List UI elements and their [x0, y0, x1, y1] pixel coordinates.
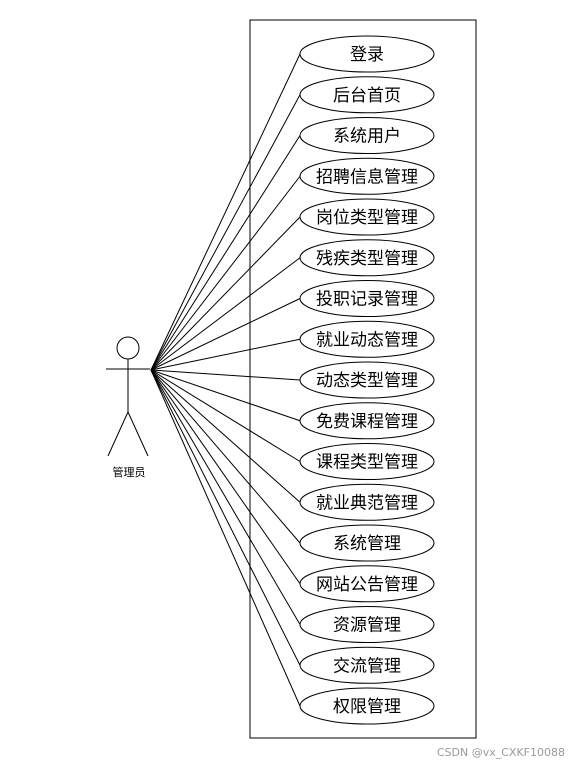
actor: 管理员	[106, 336, 150, 479]
association-line	[150, 53, 301, 371]
use-case-label: 系统管理	[333, 534, 401, 554]
use-case-ellipse	[299, 402, 435, 440]
actor-right-leg	[127, 411, 149, 457]
association-line	[150, 338, 301, 371]
use-case-ellipse	[299, 76, 435, 114]
watermark: CSDN @vx_CXKF10088	[437, 746, 565, 759]
use-case-label: 招聘信息管理	[316, 167, 418, 187]
association-line	[150, 369, 301, 462]
association-line	[150, 369, 301, 544]
system-boundary	[249, 19, 477, 739]
association-line	[150, 94, 301, 371]
use-case-label: 岗位类型管理	[316, 208, 418, 228]
use-case-label: 课程类型管理	[316, 453, 418, 473]
use-case-ellipse	[299, 606, 435, 643]
use-case-label: 系统用户	[333, 127, 401, 147]
use-case-ellipse	[299, 361, 435, 399]
use-case-label: 登录	[350, 45, 384, 65]
actor-head	[116, 336, 140, 360]
use-case-label: 免费课程管理	[316, 412, 418, 432]
use-case: 后台首页	[299, 76, 435, 114]
association-line	[150, 369, 301, 666]
use-case-ellipse	[299, 280, 435, 317]
use-case-ellipse	[299, 35, 435, 73]
use-case: 网站公告管理	[299, 565, 435, 603]
use-case-label: 投职记录管理	[316, 290, 418, 310]
use-case-label: 就业典范管理	[316, 493, 418, 513]
use-case-ellipse	[299, 198, 435, 236]
association-lines	[150, 53, 301, 707]
association-line	[150, 175, 301, 371]
use-case: 权限管理	[299, 687, 435, 725]
use-case-ellipse	[299, 646, 435, 684]
actor-left-leg	[107, 411, 129, 457]
use-case: 就业动态管理	[299, 320, 435, 358]
use-case-label: 资源管理	[333, 616, 401, 636]
association-line	[150, 369, 301, 503]
use-case: 登录	[299, 35, 435, 73]
use-case-label: 动态类型管理	[316, 371, 418, 391]
association-line	[150, 369, 301, 625]
use-case-ellipse	[299, 117, 435, 154]
use-case-label: 权限管理	[333, 697, 401, 717]
use-case: 招聘信息管理	[299, 157, 435, 195]
use-case-ellipse	[299, 239, 435, 277]
use-case: 系统用户	[299, 117, 435, 154]
use-case-label: 交流管理	[333, 656, 401, 676]
use-case: 岗位类型管理	[299, 198, 435, 236]
use-case-ellipse	[299, 320, 435, 358]
use-case-ellipse	[299, 483, 435, 521]
association-line	[150, 369, 301, 707]
use-case-label: 就业动态管理	[316, 330, 418, 350]
use-case: 就业典范管理	[299, 483, 435, 521]
use-case: 课程类型管理	[299, 443, 435, 480]
use-case-label: 后台首页	[333, 86, 401, 106]
use-case-ellipse	[299, 524, 435, 562]
use-case-ellipse	[299, 443, 435, 480]
association-line	[150, 369, 301, 422]
use-case-label: 网站公告管理	[316, 575, 418, 595]
use-case: 投职记录管理	[299, 280, 435, 317]
association-line	[150, 369, 301, 381]
association-line	[150, 257, 301, 371]
use-cases: 登录后台首页系统用户招聘信息管理岗位类型管理残疾类型管理投职记录管理就业动态管理…	[299, 35, 435, 725]
association-line	[150, 298, 301, 371]
use-case-ellipse	[299, 157, 435, 195]
use-case: 系统管理	[299, 524, 435, 562]
use-case: 免费课程管理	[299, 402, 435, 440]
use-case: 动态类型管理	[299, 361, 435, 399]
association-line	[150, 135, 301, 371]
actor-label: 管理员	[113, 465, 146, 479]
use-case-ellipse	[299, 687, 435, 725]
use-case: 交流管理	[299, 646, 435, 684]
use-case-ellipse	[299, 565, 435, 603]
use-case: 残疾类型管理	[299, 239, 435, 277]
use-case: 资源管理	[299, 606, 435, 643]
use-case-label: 残疾类型管理	[316, 249, 418, 269]
association-line	[150, 369, 301, 585]
association-line	[150, 216, 301, 371]
